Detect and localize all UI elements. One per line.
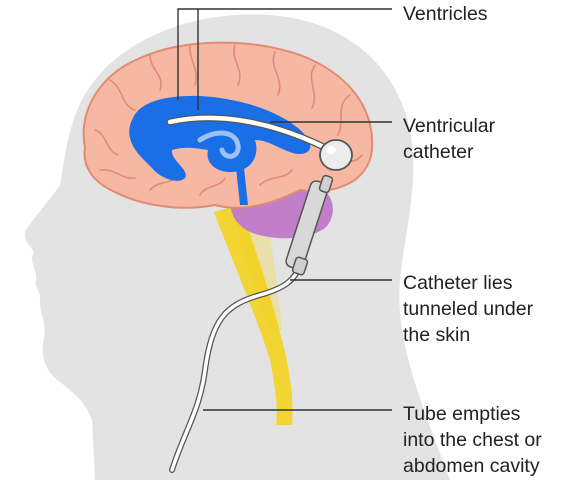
leader-lines xyxy=(177,8,392,411)
ventricles xyxy=(129,95,311,181)
label-catheter-tunneled: Catheter lies tunneled under the skin xyxy=(403,272,534,346)
label-ventricles: Ventricles xyxy=(403,3,488,25)
ventricle-inner-curve xyxy=(197,130,241,159)
fourth-ventricle-channel xyxy=(236,168,248,205)
leader-ventricles xyxy=(177,8,392,100)
brain-folds xyxy=(94,44,363,196)
label-ventricular-catheter: Ventricular catheter xyxy=(403,115,496,163)
spinal-cord xyxy=(214,205,293,425)
label-tube-empties: Tube empties into the chest or abdomen c… xyxy=(403,403,542,477)
shunt-catheter xyxy=(166,114,353,473)
reservoir-dome xyxy=(319,139,353,171)
valve-connector-lower xyxy=(291,256,309,276)
valve-connector-upper xyxy=(318,174,334,194)
